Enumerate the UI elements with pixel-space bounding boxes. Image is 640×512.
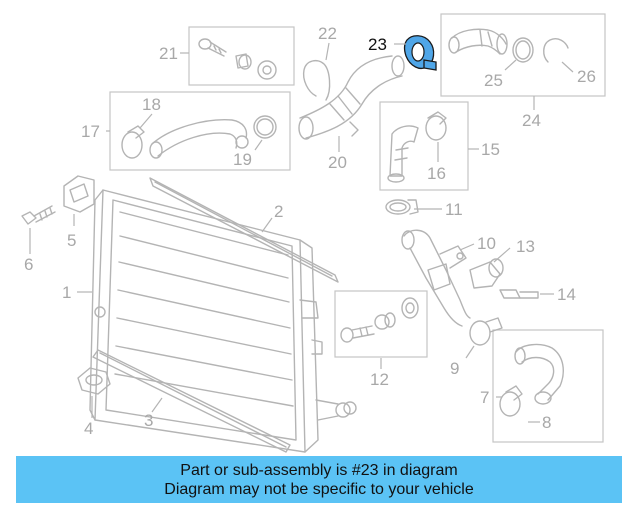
grommet-21 bbox=[257, 60, 277, 80]
callout-6: 6 bbox=[24, 255, 33, 274]
seal-19 bbox=[253, 115, 277, 139]
callout-21: 21 bbox=[159, 44, 178, 63]
banner-line-1: Part or sub-assembly is #23 in diagram bbox=[180, 461, 458, 479]
hose-24 bbox=[448, 28, 508, 55]
sensor-13 bbox=[469, 258, 504, 289]
callout-5: 5 bbox=[67, 231, 76, 250]
hose-15 bbox=[387, 125, 419, 183]
callout-4: 4 bbox=[84, 419, 93, 438]
info-banner: Part or sub-assembly is #23 in diagram D… bbox=[16, 456, 622, 503]
callout-22: 22 bbox=[318, 24, 337, 43]
callout-14: 14 bbox=[557, 285, 576, 304]
banner-line-2: Diagram may not be specific to your vehi… bbox=[164, 480, 474, 498]
radiator-1 bbox=[89, 189, 357, 453]
leader-lines bbox=[29, 42, 574, 423]
group-box-24 bbox=[440, 13, 606, 97]
bracket-5 bbox=[63, 175, 95, 213]
callout-2: 2 bbox=[274, 202, 283, 221]
callout-24: 24 bbox=[522, 111, 541, 130]
callout-11: 11 bbox=[445, 200, 463, 219]
group-box-12 bbox=[334, 290, 428, 358]
charge-hose-17 bbox=[149, 119, 249, 159]
bolt-6 bbox=[21, 205, 56, 225]
seal-25 bbox=[512, 37, 534, 63]
callout-16: 16 bbox=[427, 164, 446, 183]
bolt-21 bbox=[198, 38, 227, 57]
clamp-9 bbox=[469, 317, 503, 346]
callout-13: 13 bbox=[516, 237, 535, 256]
callout-1: 1 bbox=[62, 283, 71, 302]
callout-15: 15 bbox=[481, 140, 500, 159]
callout-23: 23 bbox=[368, 35, 387, 54]
clamp-18 bbox=[121, 125, 145, 159]
grommet-4 bbox=[77, 367, 111, 395]
callout-18: 18 bbox=[142, 95, 161, 114]
callout-26: 26 bbox=[577, 67, 596, 86]
group-box-7 bbox=[492, 329, 604, 443]
grommet-12 bbox=[401, 297, 419, 319]
callout-7: 7 bbox=[480, 388, 489, 407]
callout-17: 17 bbox=[81, 122, 100, 141]
charge-pipe-20 bbox=[298, 55, 405, 140]
pipe-10 bbox=[401, 229, 471, 327]
clamp-16 bbox=[425, 111, 447, 141]
plug-21 bbox=[235, 53, 252, 70]
callout-25: 25 bbox=[484, 71, 503, 90]
hose-7 bbox=[514, 343, 564, 405]
bolt-14 bbox=[499, 289, 539, 299]
group-box-17 bbox=[109, 91, 291, 171]
clamp-23-highlighted bbox=[403, 35, 437, 71]
clip-26 bbox=[543, 38, 569, 63]
callout-8: 8 bbox=[542, 413, 551, 432]
callout-20: 20 bbox=[328, 153, 347, 172]
clamp-8 bbox=[499, 385, 523, 417]
bolt-12 bbox=[340, 325, 375, 343]
spacer-12 bbox=[374, 312, 396, 330]
group-box-15 bbox=[379, 101, 469, 191]
radiator-bottom-strip-3 bbox=[92, 349, 291, 453]
clip-22 bbox=[302, 59, 331, 101]
clamp-11 bbox=[385, 199, 419, 215]
callout-19: 19 bbox=[233, 150, 252, 169]
callout-12: 12 bbox=[370, 370, 389, 389]
radiator-top-strip-2 bbox=[149, 177, 339, 283]
callout-10: 10 bbox=[477, 234, 496, 253]
callout-9: 9 bbox=[450, 359, 459, 378]
callout-3: 3 bbox=[144, 411, 153, 430]
group-box-21 bbox=[188, 26, 295, 86]
